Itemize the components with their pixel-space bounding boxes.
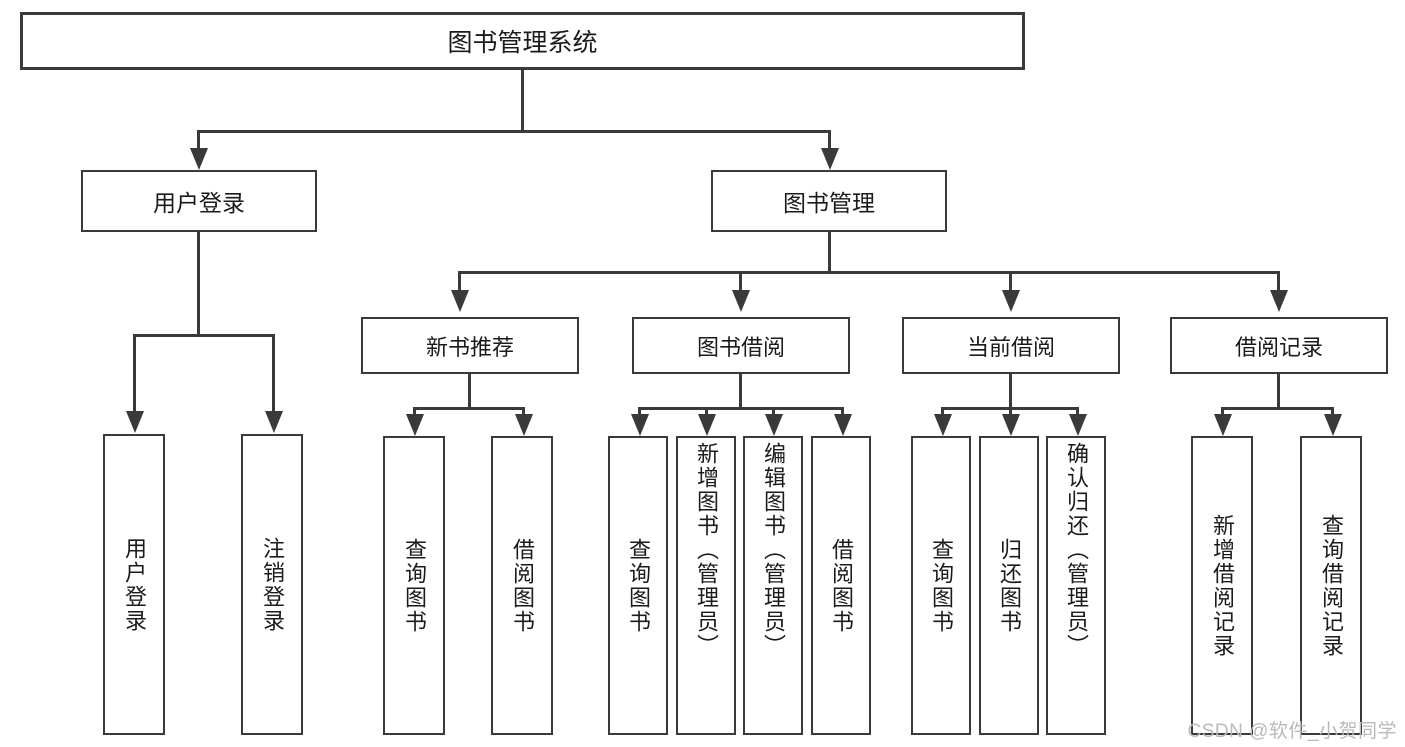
node-borrow-record-label: 借阅记录 bbox=[1234, 334, 1323, 360]
connector-br-leaf1 bbox=[1221, 407, 1224, 419]
arrowhead-new-book-recommend bbox=[451, 290, 469, 312]
node-borrow-record[interactable]: 借阅记录 bbox=[1170, 317, 1388, 374]
leaf-br-query-record-label: 查询借阅记录 bbox=[1319, 513, 1344, 658]
node-user-login-label: 用户登录 bbox=[153, 190, 245, 216]
leaf-br-add-record[interactable]: 新增借阅记录 bbox=[1191, 436, 1253, 735]
connector-book-mgmt-bar bbox=[458, 271, 1280, 274]
arrowhead-book-mgmt bbox=[821, 148, 839, 170]
arrowhead-nbr-borrow-book bbox=[515, 414, 533, 436]
connector-bm-to-book-borrow bbox=[739, 271, 742, 293]
connector-bb-stem bbox=[739, 374, 742, 410]
connector-bb-bar bbox=[638, 407, 844, 410]
connector-cb-leaf3 bbox=[1076, 407, 1079, 419]
leaf-cb-confirm-return-label: 确认归还（管理员） bbox=[1064, 442, 1089, 658]
connector-bb-leaf3 bbox=[772, 407, 775, 419]
node-book-management[interactable]: 图书管理 bbox=[711, 170, 947, 232]
leaf-nbr-query-book-label: 查询图书 bbox=[402, 537, 427, 634]
connector-nbr-bar bbox=[413, 407, 525, 410]
leaf-cb-return-book[interactable]: 归还图书 bbox=[979, 436, 1039, 735]
leaf-bb-borrow-book-label: 借阅图书 bbox=[829, 537, 854, 634]
connector-root-stem bbox=[521, 70, 524, 132]
node-book-management-label: 图书管理 bbox=[783, 190, 875, 216]
connector-user-login-bar bbox=[133, 334, 275, 337]
leaf-nbr-borrow-book-label: 借阅图书 bbox=[510, 537, 535, 634]
leaf-bb-add-book-label: 新增图书（管理员） bbox=[694, 442, 719, 658]
arrowhead-cb-return-book bbox=[1002, 414, 1020, 436]
leaf-bb-query-book-label: 查询图书 bbox=[626, 537, 651, 634]
arrowhead-book-borrow bbox=[732, 290, 750, 312]
arrowhead-user-login bbox=[190, 148, 208, 170]
leaf-cb-confirm-return[interactable]: 确认归还（管理员） bbox=[1046, 436, 1106, 735]
connector-user-login-stem bbox=[197, 232, 200, 337]
node-root-system[interactable]: 图书管理系统 bbox=[20, 12, 1025, 70]
leaf-br-query-record[interactable]: 查询借阅记录 bbox=[1300, 436, 1362, 735]
arrowhead-cb-query-book bbox=[934, 414, 952, 436]
connector-nbr-leaf2 bbox=[522, 407, 525, 419]
leaf-logout[interactable]: 注销登录 bbox=[241, 434, 303, 735]
connector-root-to-user-login bbox=[197, 130, 200, 150]
leaf-cb-query-book-label: 查询图书 bbox=[929, 537, 954, 634]
leaf-nbr-query-book[interactable]: 查询图书 bbox=[383, 436, 445, 735]
leaf-bb-add-book[interactable]: 新增图书（管理员） bbox=[676, 436, 736, 735]
leaf-user-login[interactable]: 用户登录 bbox=[103, 434, 165, 735]
leaf-br-add-record-label: 新增借阅记录 bbox=[1210, 513, 1235, 658]
arrowhead-bb-borrow-book bbox=[834, 414, 852, 436]
arrowhead-borrow-record bbox=[1270, 290, 1288, 312]
leaf-bb-query-book[interactable]: 查询图书 bbox=[608, 436, 668, 735]
leaf-cb-return-book-label: 归还图书 bbox=[997, 537, 1022, 634]
connector-bm-to-current-borrow bbox=[1009, 271, 1012, 293]
connector-cb-stem bbox=[1009, 374, 1012, 410]
node-root-label: 图书管理系统 bbox=[447, 29, 598, 57]
connector-br-stem bbox=[1277, 374, 1280, 410]
connector-nbr-leaf1 bbox=[413, 407, 416, 419]
connector-br-leaf2 bbox=[1331, 407, 1334, 419]
arrowhead-bb-edit-book bbox=[765, 414, 783, 436]
arrowhead-nbr-query-book bbox=[406, 414, 424, 436]
connector-bb-leaf4 bbox=[841, 407, 844, 419]
node-new-book-recommend[interactable]: 新书推荐 bbox=[361, 317, 579, 374]
connector-bm-to-borrow-record bbox=[1277, 271, 1280, 293]
connector-root-bar bbox=[197, 130, 831, 133]
leaf-bb-edit-book-label: 编辑图书（管理员） bbox=[761, 442, 786, 658]
arrowhead-current-borrow bbox=[1002, 290, 1020, 312]
connector-bb-leaf2 bbox=[705, 407, 708, 419]
arrowhead-cb-confirm-return bbox=[1069, 414, 1087, 436]
connector-bm-to-new-book bbox=[458, 271, 461, 293]
arrowhead-br-add-record bbox=[1214, 414, 1232, 436]
arrowhead-br-query-record bbox=[1324, 414, 1342, 436]
connector-cb-leaf2 bbox=[1009, 407, 1012, 419]
leaf-logout-label: 注销登录 bbox=[260, 536, 285, 633]
connector-user-login-leaf2 bbox=[272, 334, 275, 414]
connector-nbr-stem bbox=[468, 374, 471, 410]
node-current-borrow-label: 当前借阅 bbox=[966, 334, 1055, 360]
connector-cb-leaf1 bbox=[941, 407, 944, 419]
connector-book-mgmt-stem bbox=[828, 232, 831, 274]
node-current-borrow[interactable]: 当前借阅 bbox=[902, 317, 1120, 374]
connector-user-login-leaf1 bbox=[133, 334, 136, 414]
leaf-bb-borrow-book[interactable]: 借阅图书 bbox=[811, 436, 871, 735]
node-book-borrow-label: 图书借阅 bbox=[696, 334, 785, 360]
leaf-cb-query-book[interactable]: 查询图书 bbox=[911, 436, 971, 735]
arrowhead-leaf-user-login bbox=[126, 411, 144, 433]
connector-root-to-book-mgmt bbox=[828, 130, 831, 150]
connector-br-bar bbox=[1221, 407, 1334, 410]
node-user-login[interactable]: 用户登录 bbox=[81, 170, 317, 232]
leaf-user-login-label: 用户登录 bbox=[122, 536, 147, 633]
arrowhead-bb-query-book bbox=[631, 414, 649, 436]
leaf-bb-edit-book[interactable]: 编辑图书（管理员） bbox=[743, 436, 803, 735]
arrowhead-leaf-logout bbox=[265, 411, 283, 433]
node-new-book-recommend-label: 新书推荐 bbox=[425, 334, 514, 360]
connector-bb-leaf1 bbox=[638, 407, 641, 419]
node-book-borrow[interactable]: 图书借阅 bbox=[632, 317, 850, 374]
arrowhead-bb-add-book bbox=[698, 414, 716, 436]
leaf-nbr-borrow-book[interactable]: 借阅图书 bbox=[491, 436, 553, 735]
